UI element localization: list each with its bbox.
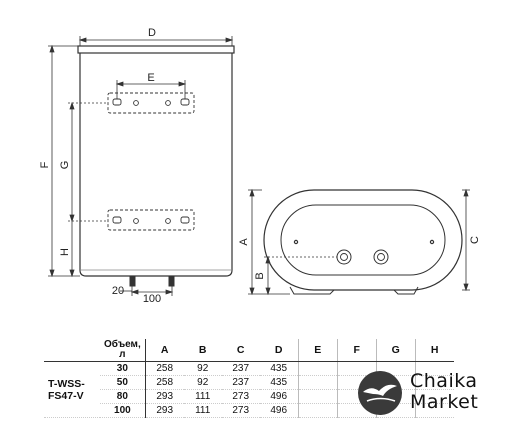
- volume-cell: 100: [100, 403, 146, 418]
- volume-cell: 30: [100, 361, 146, 376]
- technical-drawing: D E F G H 20 100 A B: [39, 27, 481, 305]
- cell-b: 111: [183, 389, 222, 404]
- volume-cell: 50: [100, 375, 146, 390]
- cell-c: 237: [221, 375, 260, 390]
- cell-c: 237: [221, 361, 260, 376]
- volume-cell: 80: [100, 389, 146, 404]
- cell-b: 111: [183, 403, 222, 418]
- col-header-b: B: [183, 339, 222, 362]
- dim-label-f: F: [39, 161, 51, 168]
- chaika-market-logo: Chaika Market: [357, 368, 497, 418]
- hot-pipe: [168, 275, 175, 287]
- dim-label-h: H: [59, 248, 71, 256]
- col-header-h: H: [414, 339, 454, 362]
- cell-c: 273: [221, 389, 260, 404]
- cell-c: 273: [221, 403, 260, 418]
- cell-a: 293: [145, 389, 184, 404]
- table-row: 100 293 111 273 496: [44, 403, 454, 418]
- dim-label-e: E: [147, 72, 154, 84]
- cell-a: 293: [145, 403, 184, 418]
- volume-header: Объем, л: [100, 339, 146, 362]
- cell-a: 258: [145, 375, 184, 390]
- logo-line-2: Market: [410, 391, 479, 413]
- logo-line-1: Chaika: [410, 370, 478, 392]
- col-header-d: D: [259, 339, 299, 362]
- cell-d: 435: [259, 375, 299, 390]
- model-name: T-WSS- FS47-V: [44, 361, 100, 418]
- side-dimensions: [248, 188, 470, 296]
- dim-label-a: A: [238, 238, 250, 246]
- front-dimensions: [48, 36, 234, 296]
- cell-b: 92: [183, 361, 222, 376]
- dim-label-g: G: [59, 161, 71, 170]
- dim-label-d: D: [148, 27, 156, 39]
- side-view: [263, 189, 463, 295]
- front-view: [77, 45, 235, 287]
- dim-label-20: 20: [112, 285, 124, 297]
- cell-b: 92: [183, 375, 222, 390]
- cell-d: 435: [259, 361, 299, 376]
- col-header-f: F: [336, 339, 377, 362]
- logo-text: Chaika Market: [410, 371, 478, 413]
- col-header-e: E: [297, 339, 338, 362]
- dim-label-c: C: [469, 236, 481, 244]
- table-header-row: Объем, л A B C D E F G H: [44, 339, 454, 362]
- col-header-a: A: [145, 339, 184, 362]
- col-header-c: C: [221, 339, 260, 362]
- cell-a: 258: [145, 361, 184, 376]
- bracket-holes: [112, 98, 190, 224]
- col-header-g: G: [375, 339, 416, 362]
- cell-d: 496: [259, 403, 299, 418]
- dim-label-100: 100: [143, 293, 161, 305]
- table-row: T-WSS- FS47-V 30 258 92 237 435: [44, 361, 454, 418]
- cell-d: 496: [259, 389, 299, 404]
- cold-pipe: [129, 275, 136, 287]
- dim-label-b: B: [254, 272, 266, 279]
- dimension-table: Объем, л A B C D E F G H T-WSS- FS47-V 3…: [44, 339, 454, 418]
- seagull-logo-icon: [358, 371, 402, 415]
